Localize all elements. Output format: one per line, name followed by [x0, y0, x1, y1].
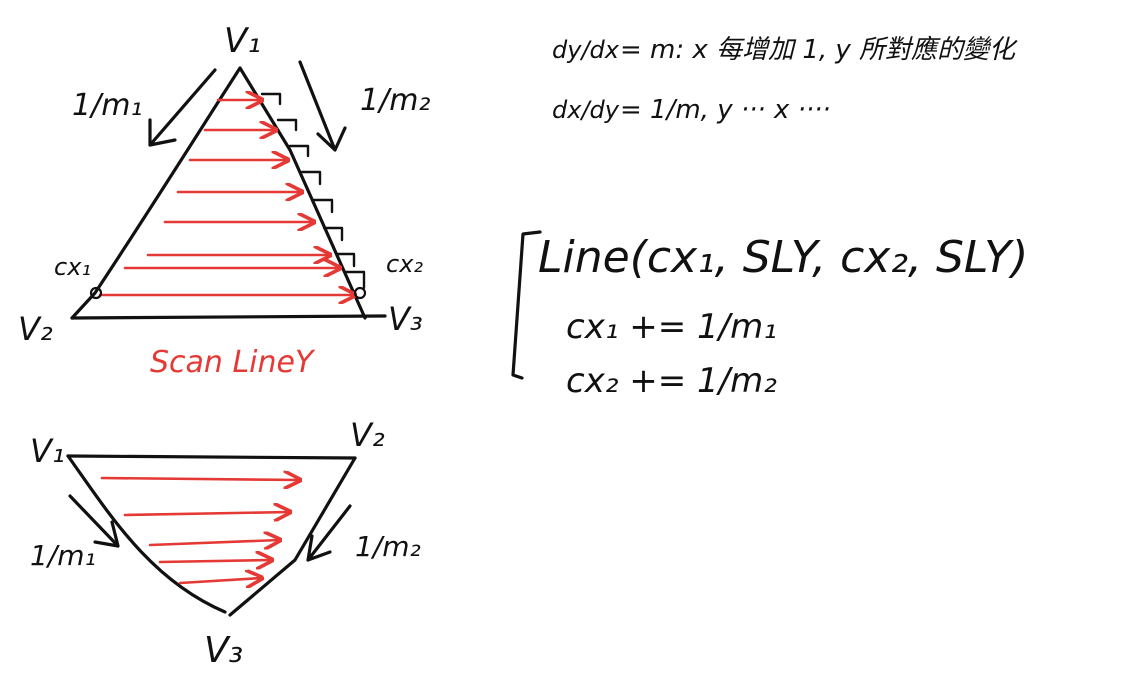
- bottom-right-slope-arrow: [306, 504, 352, 562]
- bottom-left-slope-label: 1/m₁: [30, 539, 96, 572]
- cx1-label: cx₁: [54, 253, 91, 281]
- bottom-triangle-scan-arrows: [100, 478, 300, 583]
- top-left-slope-label: 1/m₁: [72, 88, 142, 123]
- note-line2-text: = 1/m, y ··· x ····: [620, 95, 831, 125]
- top-triangle-step-marks: [260, 92, 366, 290]
- code-update-cx2: cx₂ += 1/m₂: [566, 361, 777, 401]
- cx2-label: cx₂: [386, 250, 423, 278]
- note-line1-fraction: dy/dx: [552, 36, 620, 64]
- top-triangle-scan-arrows: [98, 100, 355, 295]
- scanline-label: Scan LineY: [150, 345, 316, 380]
- top-triangle-bottom-edge: [70, 314, 387, 320]
- code-line-call: Line(cx₁, SLY, cx₂, SLY): [538, 232, 1028, 283]
- scan-arrow: [158, 560, 272, 562]
- note-line1-text: = m: x 每增加 1, y 所對應的變化: [620, 35, 1018, 65]
- scan-arrow: [100, 478, 300, 480]
- left-slope-arrow: [148, 68, 217, 147]
- bottom-left-slope-arrow: [68, 494, 120, 548]
- scan-arrow: [148, 540, 280, 545]
- scan-arrow: [178, 578, 262, 583]
- bottom-v1-label: V₁: [30, 432, 65, 470]
- right-slope-arrow: [298, 60, 347, 152]
- bottom-triangle: V₁ V₂ V₃ 1/m₁ 1/m₂: [30, 416, 421, 671]
- note-line2-fraction: dx/dy: [552, 96, 620, 124]
- top-right-slope-label: 1/m₂: [360, 83, 430, 118]
- top-v3-label: V₃: [388, 300, 423, 338]
- code-update-cx1: cx₁ += 1/m₁: [566, 307, 777, 347]
- bottom-triangle-top-edge: [66, 454, 357, 460]
- bottom-triangle-right-edge: [228, 456, 357, 617]
- top-triangle-left-edge: [70, 66, 242, 320]
- top-v2-label: V₂: [18, 310, 53, 348]
- code-bracket: [511, 230, 542, 380]
- bottom-v3-label: V₃: [204, 630, 243, 671]
- bottom-triangle-left-edge: [66, 454, 227, 614]
- scan-arrow: [123, 512, 290, 515]
- scanline-code: Line(cx₁, SLY, cx₂, SLY) cx₁ += 1/m₁ cx₂…: [511, 230, 1028, 401]
- top-v1-label: V₁: [224, 21, 261, 61]
- cx1-point: [89, 286, 103, 300]
- derivative-notes: dy/dx = m: x 每增加 1, y 所對應的變化 dx/dy = 1/m…: [552, 35, 1018, 125]
- bottom-right-slope-label: 1/m₂: [355, 530, 421, 563]
- bottom-v2-label: V₂: [350, 416, 385, 454]
- top-triangle: V₁ V₂ V₃ 1/m₁ 1/m₂ cx₁ cx₂ Scan LineY: [18, 21, 430, 380]
- cx2-point: [353, 286, 367, 300]
